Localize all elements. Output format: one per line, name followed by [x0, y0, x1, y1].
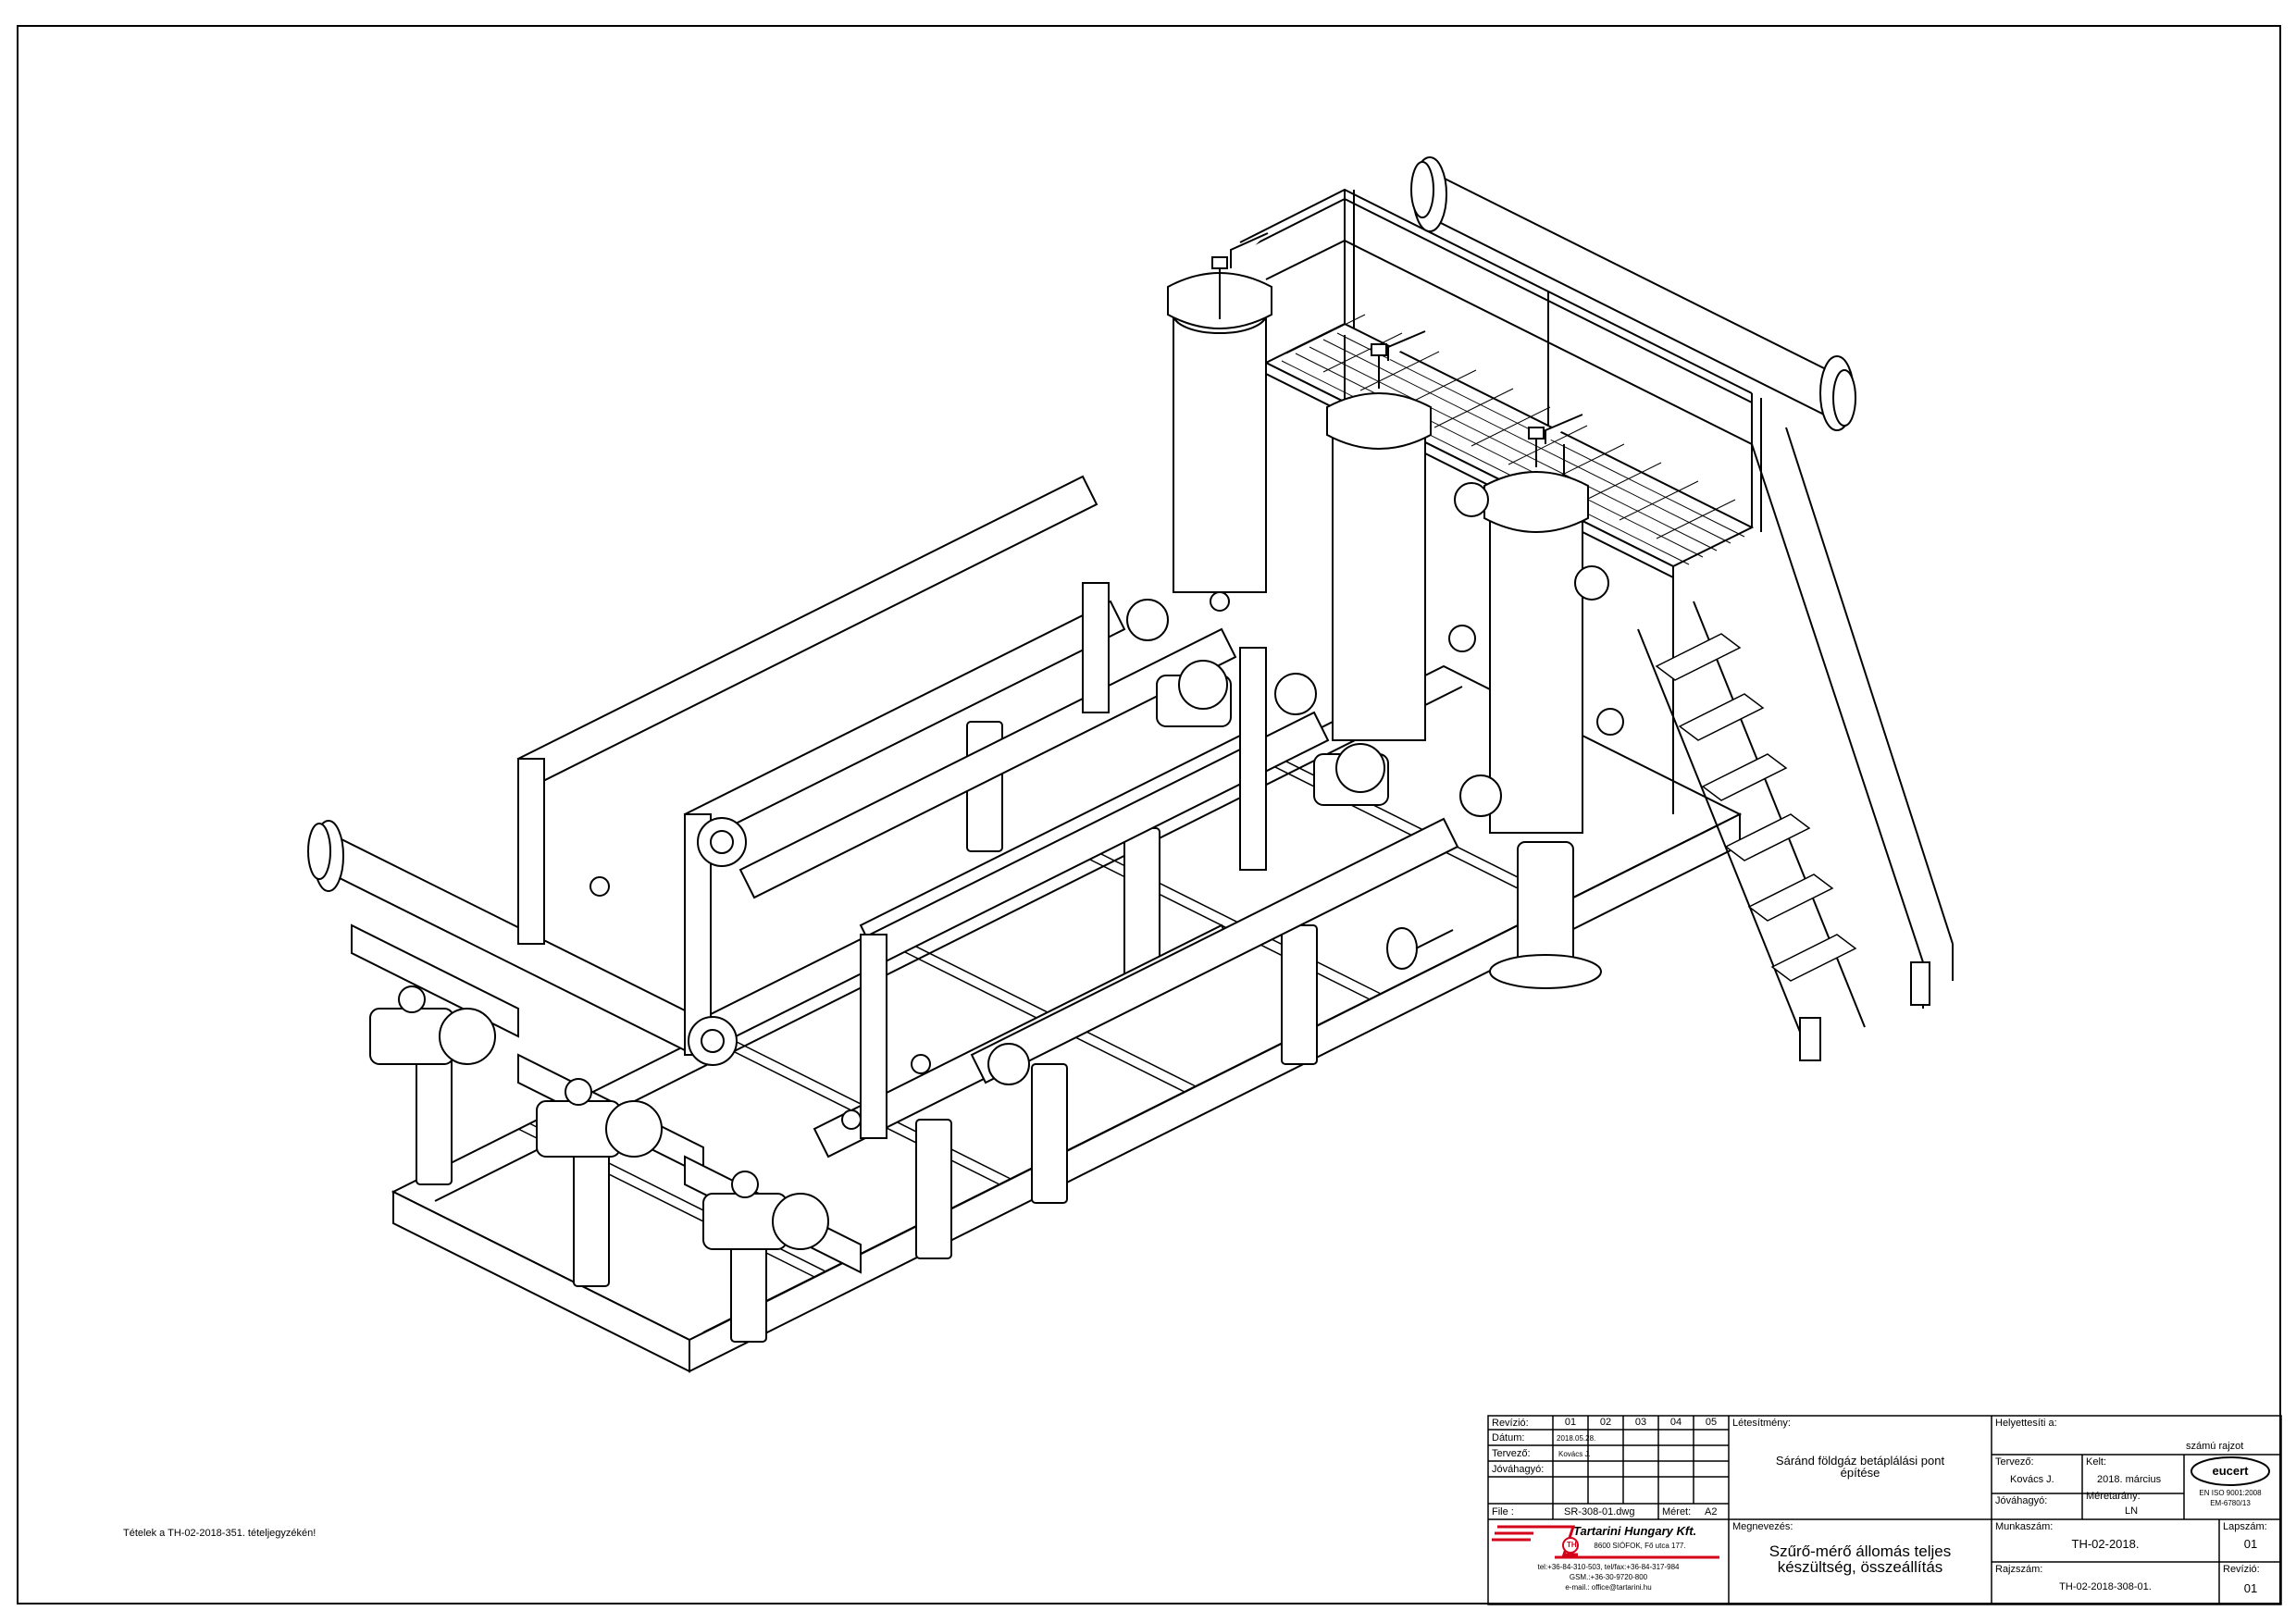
cert-iso: EN ISO 9001:2008: [2199, 1489, 2262, 1497]
scale-value: LN: [2125, 1505, 2139, 1517]
name-value: Szűrő-mérő állomás teljes készültség, ös…: [1769, 1542, 1952, 1576]
designer2-value: Kovács J.: [2010, 1474, 2054, 1485]
revision-02: 02: [1599, 1417, 1612, 1428]
revision-04: 04: [1669, 1417, 1682, 1428]
revision-03: 03: [1634, 1417, 1647, 1428]
file-value: SR-308-01.dwg: [1564, 1506, 1635, 1518]
company-logo-text: TH: [1567, 1541, 1577, 1549]
drawing-no-value: TH-02-2018-308-01.: [2059, 1581, 2152, 1592]
eucert-badge: [2191, 1456, 2270, 1486]
ball-valve-5: [1313, 743, 1389, 806]
approver-label: Jóváhagyó:: [1492, 1464, 1545, 1475]
issued-value: 2018. március: [2097, 1474, 2162, 1485]
rev2-label: Revízió:: [2223, 1564, 2260, 1575]
date-value: 2018.05.28.: [1557, 1434, 1596, 1443]
designer2-label: Tervező:: [1995, 1456, 2034, 1468]
job-label: Munkaszám:: [1995, 1521, 2054, 1532]
revision-05: 05: [1705, 1417, 1718, 1428]
scale-label: Méretarány:: [2086, 1491, 2141, 1502]
company-name: Tartarini Hungary Kft.: [1573, 1524, 1697, 1538]
filter-vessel-2: [1326, 330, 1432, 741]
drawing-no-label: Rajzszám:: [1995, 1564, 2043, 1575]
date-label: Dátum:: [1492, 1432, 1525, 1443]
gauges: [590, 591, 1230, 1130]
cert-number: EM-6780/13: [2210, 1499, 2251, 1507]
substitute-label: Helyettesíti a:: [1995, 1418, 2057, 1429]
items-note: Tételek a TH-02-2018-351. tételjegyzékén…: [123, 1528, 316, 1539]
flange-pair: [688, 482, 1624, 1085]
issued-label: Kelt:: [2086, 1456, 2107, 1468]
valves: [369, 482, 1624, 1250]
sheet-value: 01: [2243, 1537, 2258, 1551]
revision-01: 01: [1564, 1417, 1577, 1428]
company-address: 8600 SIÓFOK, Fő utca 177.: [1594, 1542, 1686, 1550]
revision-label: Revízió:: [1492, 1418, 1529, 1429]
title-block-grid: [1487, 1415, 2282, 1605]
outlet-header-pipe: [1410, 156, 1856, 431]
facility-value: Sáránd földgáz betáplálási pont építése: [1775, 1454, 1945, 1480]
designer-label: Tervező:: [1492, 1448, 1531, 1459]
main-piping: [351, 475, 1459, 1274]
sheet-label: Lapszám:: [2223, 1521, 2267, 1532]
size-value: A2: [1705, 1506, 1718, 1518]
filter-vessel-1: [1167, 232, 1272, 593]
rev2-value: 01: [2243, 1581, 2258, 1595]
approver2-label: Jóváhagyó:: [1995, 1495, 2048, 1506]
job-value: TH-02-2018.: [2071, 1537, 2140, 1551]
name-label: Megnevezés:: [1732, 1521, 1793, 1532]
numbered-drawing-label: számú rajzot: [2186, 1441, 2244, 1452]
ball-valve-2: [536, 1078, 663, 1158]
facility-label: Létesítmény:: [1732, 1418, 1791, 1429]
cert-logo-text: eucert: [2212, 1464, 2249, 1478]
filter-vessel-3: [1483, 414, 1589, 834]
drawing-frame: [17, 25, 2281, 1604]
handwheel: [1386, 927, 1454, 970]
ball-valve-1: [369, 985, 496, 1065]
ball-valve-3: [702, 1171, 829, 1250]
company-gsm: GSM.:+36-30-9720-800: [1569, 1573, 1648, 1581]
flow-meter: [1489, 841, 1602, 989]
designer-value: Kovács J.: [1558, 1450, 1591, 1458]
file-label: File :: [1492, 1506, 1514, 1518]
size-label: Méret:: [1662, 1506, 1692, 1518]
company-logo-badge: [1562, 1537, 1579, 1554]
ball-valve-4: [1156, 660, 1232, 727]
company-email: e-mail.: office@tartarini.hu: [1565, 1583, 1652, 1592]
filter-vessels: [1167, 232, 1589, 834]
stairs: [1637, 427, 1954, 1061]
company-tel: tel:+36-84-310-503, tel/fax:+36-84-317-9…: [1537, 1563, 1680, 1571]
